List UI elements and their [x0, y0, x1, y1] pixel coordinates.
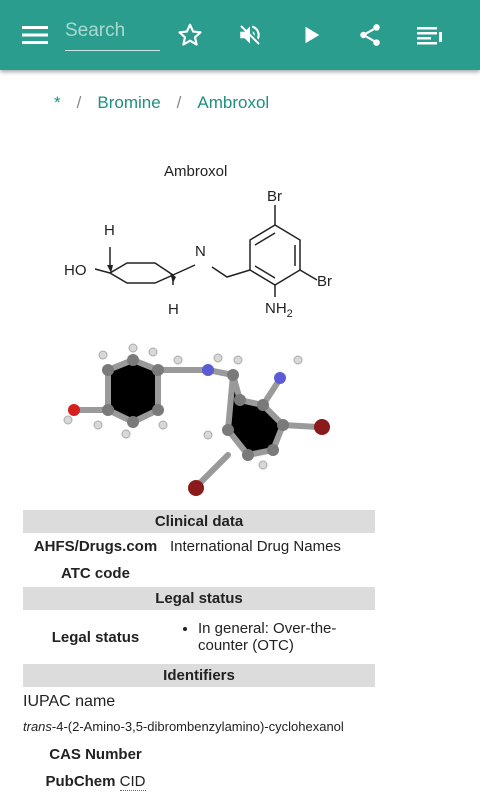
section-header-identifiers: Identifiers — [23, 664, 375, 687]
play-button[interactable] — [287, 0, 335, 70]
contents-button[interactable] — [406, 0, 454, 70]
cas-number-label[interactable]: CAS Number — [49, 745, 142, 763]
atom-label: Br — [267, 188, 282, 205]
menu-button[interactable] — [11, 0, 59, 70]
breadcrumb: * / Bromine / Ambroxol — [54, 93, 269, 113]
atom-label: HO — [64, 262, 87, 279]
iupac-name-label: IUPAC name — [23, 693, 116, 710]
bookmark-button[interactable] — [166, 0, 214, 70]
share-icon — [360, 24, 380, 46]
volume-off-icon — [240, 25, 260, 45]
atom-label: NH2 — [265, 300, 293, 320]
ball-and-stick-model-image[interactable] — [58, 330, 340, 500]
breadcrumb-root[interactable]: * — [54, 93, 61, 112]
star-icon — [178, 23, 202, 46]
ahfs-value[interactable]: International Drug Names — [170, 537, 341, 555]
play-icon — [305, 26, 320, 44]
breadcrumb-separator: / — [76, 93, 82, 112]
infobox-row: AHFS/Drugs.com International Drug Names — [23, 533, 375, 559]
search-field[interactable] — [65, 16, 160, 51]
infobox-row: PubChem CID — [23, 768, 375, 794]
list-item: In general: Over-the-counter (OTC) — [198, 620, 375, 654]
app-bar — [0, 0, 480, 70]
iupac-rest: -4-(2-Amino-3,5-dibrombenzylamino)-cyclo… — [51, 719, 344, 734]
iupac-prefix: trans — [23, 719, 52, 734]
playlist-icon — [417, 27, 442, 45]
atc-code-label[interactable]: ATC code — [61, 564, 130, 582]
legal-status-label[interactable]: Legal status — [51, 628, 140, 646]
ahfs-label[interactable]: AHFS/Drugs.com — [33, 537, 158, 555]
search-input[interactable] — [65, 16, 160, 46]
section-header-legal: Legal status — [23, 587, 375, 610]
atom-label-subscript: 2 — [287, 308, 293, 320]
breadcrumb-item-ambroxol[interactable]: Ambroxol — [197, 93, 270, 112]
iupac-name-value: trans-4-(2-Amino-3,5-dibrombenzylamino)-… — [23, 715, 375, 738]
infobox-row: ATC code — [23, 559, 375, 587]
mute-button[interactable] — [226, 0, 274, 70]
cid-abbr: CID — [119, 772, 146, 791]
legal-status-list: In general: Over-the-counter (OTC) — [170, 620, 375, 654]
infobox-row: Legal status In general: Over-the-counte… — [23, 610, 375, 664]
atom-label: N — [195, 243, 206, 260]
infobox: Clinical data AHFS/Drugs.com Internation… — [23, 510, 375, 794]
figure-title: Ambroxol — [164, 163, 228, 180]
atom-label: H — [168, 301, 179, 318]
atom-label-main: NH — [265, 300, 287, 317]
legal-status-value: In general: Over-the-counter (OTC) — [168, 620, 375, 654]
infobox-row: CAS Number — [23, 740, 375, 768]
breadcrumb-item-bromine[interactable]: Bromine — [97, 93, 161, 112]
section-header-clinical: Clinical data — [23, 510, 375, 533]
breadcrumb-separator: / — [176, 93, 182, 112]
pubchem-cid-label[interactable]: PubChem CID — [23, 772, 168, 791]
share-button[interactable] — [346, 0, 394, 70]
atom-label: H — [104, 222, 115, 239]
atom-label: Br — [317, 273, 332, 290]
pubchem-label: PubChem — [45, 772, 116, 790]
menu-icon — [22, 26, 48, 44]
skeletal-formula-image[interactable]: Br Br H H N HO NH2 — [55, 185, 355, 325]
